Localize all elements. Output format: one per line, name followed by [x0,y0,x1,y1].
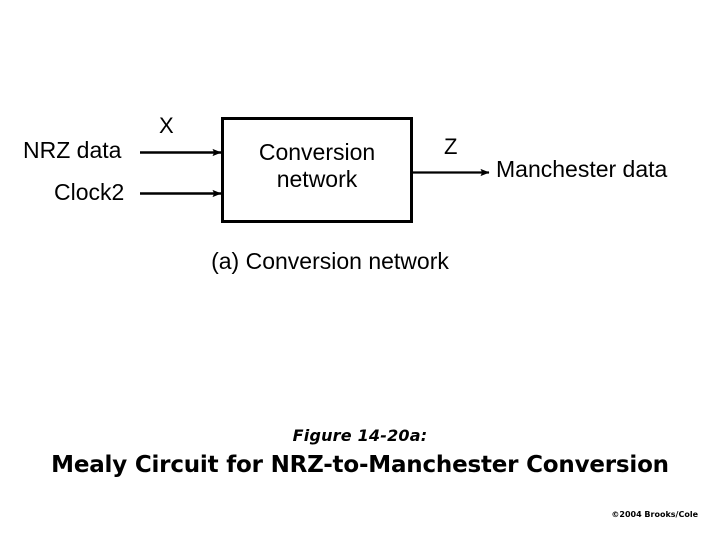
figure-number: Figure 14-20a: [292,426,428,445]
output-label-manchester-data: Manchester data [496,156,668,182]
input-label-nrz-data: NRZ data [23,137,122,163]
conversion-network-diagram: Conversion network NRZ data Clock2 X Z M… [23,113,668,275]
signal-label-z: Z [444,134,458,159]
conversion-network-box [221,117,413,223]
part-caption-a: (a) Conversion network [211,248,449,274]
signal-label-x: X [159,113,174,138]
diagram-vector-graphics [140,117,490,223]
figure-title: Mealy Circuit for NRZ-to-Manchester Conv… [51,452,669,478]
input-label-clock2: Clock2 [54,179,125,205]
conversion-network-box-label: Conversion network [258,139,376,192]
figure-caption-block: Figure 14-20a: Mealy Circuit for NRZ-to-… [0,425,720,480]
copyright-notice: ©2004 Brooks/Cole [611,510,698,519]
